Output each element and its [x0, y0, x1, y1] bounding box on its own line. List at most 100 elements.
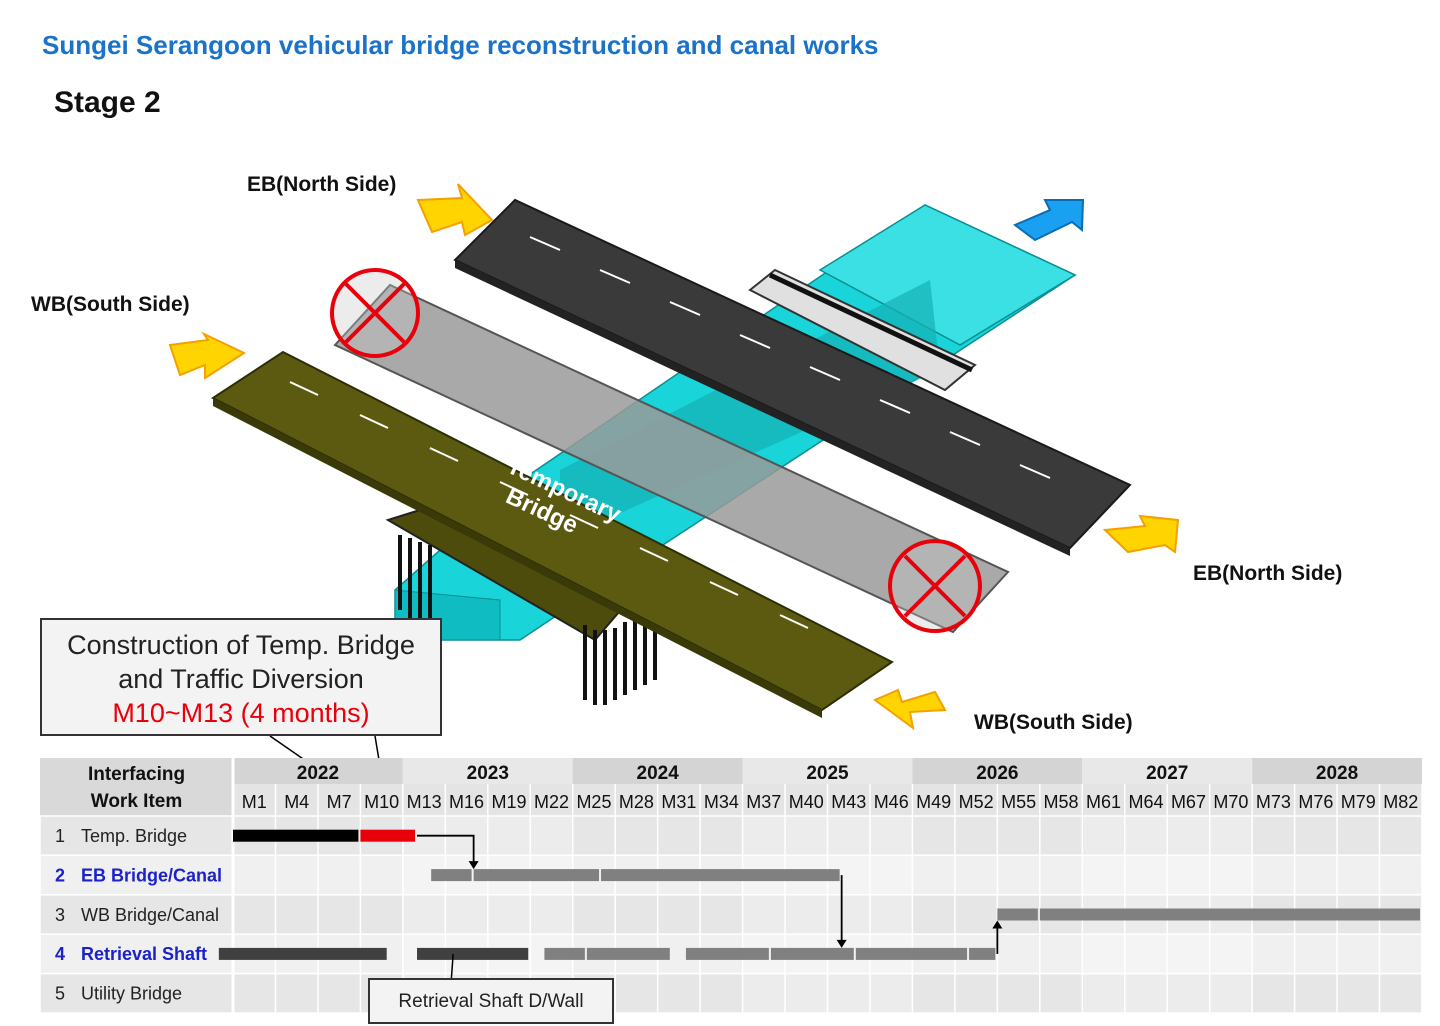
month-label: M46	[874, 792, 909, 812]
year-header-cell	[1252, 758, 1422, 784]
month-label: M73	[1256, 792, 1291, 812]
gantt-bar	[544, 947, 585, 960]
eb-bridge-deck	[453, 198, 1132, 556]
lane-markings	[289, 236, 1051, 629]
month-label: M40	[789, 792, 824, 812]
wb-inbound-arrow	[873, 688, 947, 731]
wb-south-label-bottom: WB(South Side)	[974, 711, 1133, 734]
stage-label: Stage 2	[54, 86, 161, 119]
row-number: 3	[55, 905, 65, 925]
row-number: 2	[55, 865, 65, 885]
month-label: M1	[242, 792, 267, 812]
eb-inbound-arrow	[416, 183, 494, 237]
temporary-bridge	[211, 350, 894, 718]
month-label: M31	[661, 792, 696, 812]
year-header-cell	[402, 758, 573, 784]
dependency-link	[417, 834, 475, 868]
month-label: M58	[1044, 792, 1079, 812]
month-label: M37	[746, 792, 781, 812]
dependency-arrowhead	[836, 939, 847, 948]
header-item-label-1: Interfacing	[88, 764, 185, 785]
row-label: Retrieval Shaft	[81, 944, 207, 964]
gantt-bar	[855, 947, 968, 960]
row-number: 1	[55, 826, 65, 846]
column-tint	[869, 816, 913, 1013]
gantt-bar	[218, 947, 387, 960]
year-label: 2026	[976, 763, 1018, 784]
month-label: M76	[1298, 792, 1333, 812]
callout-pointer	[269, 735, 306, 760]
wb-south-label-left: WB(South Side)	[31, 293, 190, 316]
eb-outbound-arrow-right	[1102, 514, 1180, 554]
month-label: M4	[284, 792, 309, 812]
gantt-bar	[969, 947, 996, 960]
row-label: Temp. Bridge	[81, 826, 187, 846]
column-tint	[827, 816, 870, 1013]
wb-old-deck	[333, 283, 1010, 634]
girder	[748, 268, 977, 392]
gantt-bar	[1039, 908, 1420, 921]
gantt-bar	[431, 869, 472, 882]
year-header-cell	[233, 758, 403, 784]
month-label: M16	[449, 792, 484, 812]
gantt-bar	[685, 947, 769, 960]
month-label: M61	[1086, 792, 1121, 812]
year-header-cell	[1082, 758, 1253, 784]
gantt-bar	[770, 947, 854, 960]
year-label: 2025	[806, 763, 849, 784]
gantt-bar	[586, 947, 670, 960]
month-label: M43	[831, 792, 866, 812]
dependency-arrowhead	[468, 861, 479, 870]
month-label: M70	[1213, 792, 1248, 812]
month-label: M34	[704, 792, 739, 812]
month-label: M64	[1128, 792, 1163, 812]
year-label: 2023	[467, 763, 509, 784]
row-number: 4	[55, 944, 65, 964]
month-label: M7	[327, 792, 352, 812]
year-label: 2024	[637, 763, 680, 784]
wb-outbound-arrow	[168, 331, 247, 380]
month-label: M19	[492, 792, 527, 812]
row-number: 5	[55, 984, 65, 1004]
gantt-bar	[601, 869, 840, 882]
year-label: 2022	[297, 763, 339, 784]
callout-line-2: and Traffic Diversion	[118, 664, 364, 694]
eb-outbound-arrow	[1013, 199, 1085, 242]
year-label: 2028	[1316, 763, 1358, 784]
gantt-bar	[473, 869, 600, 882]
year-label: 2027	[1146, 763, 1188, 784]
dependency-arrowhead	[992, 920, 1003, 929]
gantt-header-cell	[40, 758, 233, 816]
bridge-illustration: Temporary Bridge	[168, 183, 1180, 760]
month-label: M55	[1001, 792, 1036, 812]
month-label: M49	[916, 792, 951, 812]
month-label: M82	[1383, 792, 1418, 812]
header-item-label-2: Work Item	[91, 791, 183, 812]
column-tint	[742, 816, 786, 1013]
month-label: M10	[364, 792, 399, 812]
month-label: M22	[534, 792, 569, 812]
gantt-bar	[417, 947, 529, 960]
closed-lane-marker-left	[330, 268, 420, 358]
month-label: M13	[407, 792, 442, 812]
eb-north-label-right: EB(North Side)	[1193, 562, 1343, 585]
year-header-cell	[742, 758, 913, 784]
year-header-cell	[572, 758, 743, 784]
row-label: Utility Bridge	[81, 984, 182, 1004]
year-header-cell	[912, 758, 1083, 784]
construction-callout: Construction of Temp. Bridge and Traffic…	[40, 618, 442, 736]
gantt-bar	[233, 829, 359, 842]
month-label: M25	[576, 792, 611, 812]
row-label: WB Bridge/Canal	[81, 905, 219, 925]
closed-lane-marker-right	[888, 539, 982, 633]
month-label: M79	[1341, 792, 1376, 812]
callout-pointer-2	[374, 735, 380, 760]
callout-line-1: Construction of Temp. Bridge	[67, 630, 415, 660]
page-title: Sungei Serangoon vehicular bridge recons…	[42, 30, 879, 60]
table-row	[39, 972, 1423, 1014]
column-tint	[785, 816, 828, 1013]
dwall-callout: Retrieval Shaft D/Wall	[368, 978, 614, 1024]
month-label: M52	[959, 792, 994, 812]
eb-north-label-top: EB(North Side)	[247, 173, 397, 196]
